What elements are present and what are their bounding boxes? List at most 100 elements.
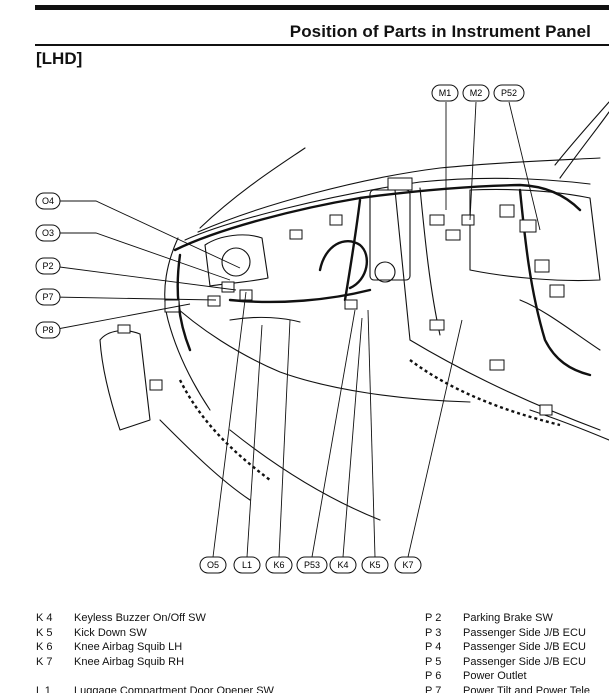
leader-k4 [342, 317, 363, 558]
leader-k7 [407, 319, 463, 558]
harness-left-drop [176, 253, 192, 352]
leader-o5 [212, 291, 247, 558]
cluster-gauge [221, 247, 251, 277]
callout-k5: K5 [361, 556, 389, 574]
svg-text:P52: P52 [501, 88, 517, 98]
right-lower [519, 299, 601, 351]
left-end [164, 237, 211, 411]
svg-text:L1: L1 [242, 560, 252, 570]
callout-p2: P2 [35, 257, 61, 275]
leader-o4 [52, 200, 241, 269]
connector [164, 299, 180, 313]
column [229, 316, 301, 323]
harness-center [343, 198, 362, 302]
instrument-panel-diagram: O4 O3 P2 P7 P8 M1 M2 P52 O5 L1 K6 P53 K4… [35, 84, 609, 574]
floor-line-2 [159, 419, 251, 501]
callout-p7: P7 [35, 288, 61, 306]
connector [221, 281, 235, 293]
svg-text:O4: O4 [42, 196, 54, 206]
connector [461, 214, 475, 226]
svg-text:K6: K6 [273, 560, 284, 570]
connector [534, 259, 550, 273]
center-console-2 [419, 187, 441, 336]
svg-text:O5: O5 [207, 560, 219, 570]
cluster-hood [204, 234, 269, 287]
right-pillar-2 [559, 111, 609, 179]
harness-floor-left [178, 379, 271, 481]
svg-text:K4: K4 [337, 560, 348, 570]
connector [207, 295, 221, 307]
callout-o4: O4 [35, 192, 61, 210]
callout-p52: P52 [493, 84, 525, 102]
harness-loop [318, 240, 369, 290]
svg-text:P2: P2 [42, 261, 53, 271]
connector [445, 229, 461, 241]
harness-floor-right [409, 359, 561, 427]
harness-right [518, 188, 592, 377]
svg-text:M1: M1 [439, 88, 452, 98]
connector [289, 229, 303, 240]
connector [539, 404, 553, 416]
connector [549, 284, 565, 298]
leader-l1 [246, 324, 263, 558]
header-rule [35, 44, 609, 46]
svg-text:P53: P53 [304, 560, 320, 570]
page-title: Position of Parts in Instrument Panel [289, 22, 591, 41]
callout-k7: K7 [394, 556, 422, 574]
connector [329, 214, 343, 226]
tunnel [409, 339, 601, 431]
svg-text:P7: P7 [42, 292, 53, 302]
connector [499, 204, 515, 218]
leader-m2 [469, 101, 477, 221]
connector [429, 319, 445, 331]
floor-line [229, 429, 381, 521]
glovebox [469, 188, 601, 282]
callout-o3: O3 [35, 224, 61, 242]
callout-o5: O5 [199, 556, 227, 574]
connector [344, 299, 358, 310]
svg-text:K5: K5 [369, 560, 380, 570]
connector [117, 324, 131, 334]
svg-text:O3: O3 [42, 228, 54, 238]
callout-l1: L1 [233, 556, 261, 574]
center-vent [374, 261, 396, 283]
svg-text:M2: M2 [470, 88, 483, 98]
dash-face [184, 177, 591, 241]
svg-text:K7: K7 [402, 560, 413, 570]
header-rule-thick [35, 5, 609, 10]
right-pillar [554, 101, 609, 166]
callout-p53: P53 [296, 556, 328, 574]
leader-p52 [508, 101, 541, 231]
leader-p2 [51, 265, 237, 291]
section-label: [LHD] [36, 49, 83, 68]
harness-lower [228, 288, 372, 304]
kick-panel [99, 330, 151, 431]
callouts: O4 O3 P2 P7 P8 M1 M2 P52 O5 L1 K6 P53 K4… [35, 84, 525, 574]
dash-lower [167, 299, 471, 403]
callout-p8: P8 [35, 321, 61, 339]
windshield-line [199, 147, 306, 229]
connector [149, 379, 163, 391]
dash-top-outline [197, 157, 601, 233]
fuse-block-top [387, 177, 413, 191]
connector [519, 219, 537, 233]
callout-m2: M2 [462, 84, 490, 102]
leader-p8 [51, 303, 191, 331]
callout-m1: M1 [431, 84, 459, 102]
connector [489, 359, 505, 371]
svg-text:P8: P8 [42, 325, 53, 335]
